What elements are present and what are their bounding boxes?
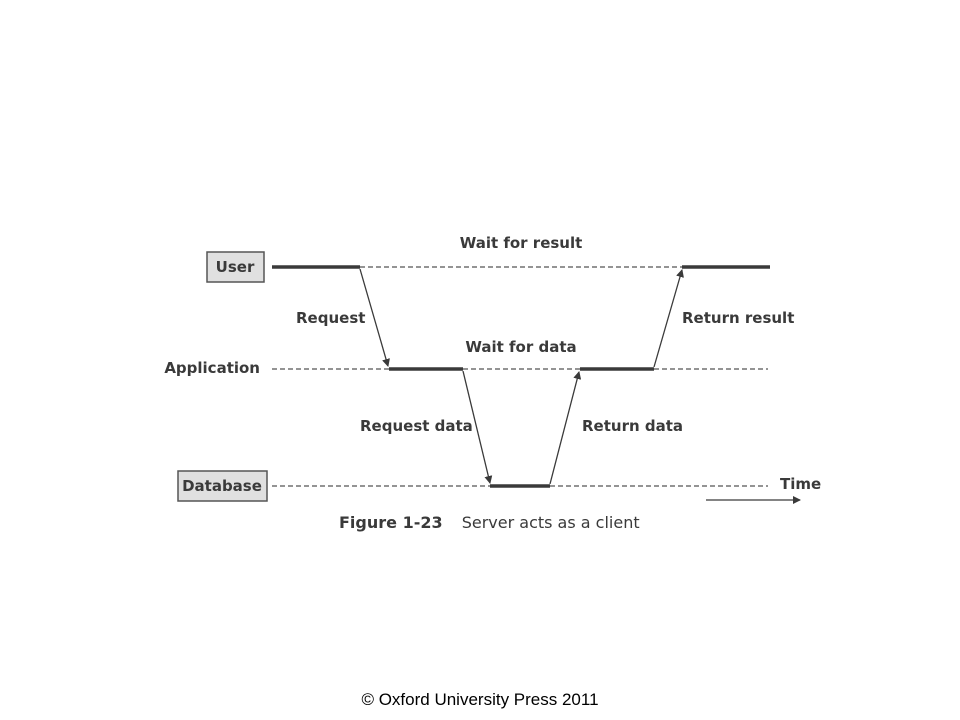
figure-caption-text: Server acts as a client — [462, 513, 640, 532]
request-arrow — [359, 268, 390, 367]
figure-number: Figure 1-23 — [339, 513, 443, 532]
wait-for-data-label: Wait for data — [465, 338, 576, 356]
copyright-notice: © Oxford University Press 2011 — [361, 690, 599, 709]
wait-for-result-label: Wait for result — [460, 234, 583, 252]
return-result-arrow — [653, 269, 684, 368]
return-data-label: Return data — [582, 417, 683, 435]
database-lane-label: Database — [182, 477, 262, 495]
application-lane-label: Application — [164, 359, 260, 377]
return-result-label: Return result — [682, 309, 794, 327]
request-data-arrow — [462, 370, 493, 484]
figure-caption: Figure 1-23 Server acts as a client — [339, 513, 640, 532]
return-data-arrow — [549, 371, 582, 485]
user-lane-box: User — [206, 251, 265, 283]
request-label: Request — [296, 309, 365, 327]
request-data-label: Request data — [360, 417, 473, 435]
time-label: Time — [780, 475, 821, 493]
database-lane-box: Database — [177, 470, 268, 502]
user-lane-label: User — [216, 258, 255, 276]
